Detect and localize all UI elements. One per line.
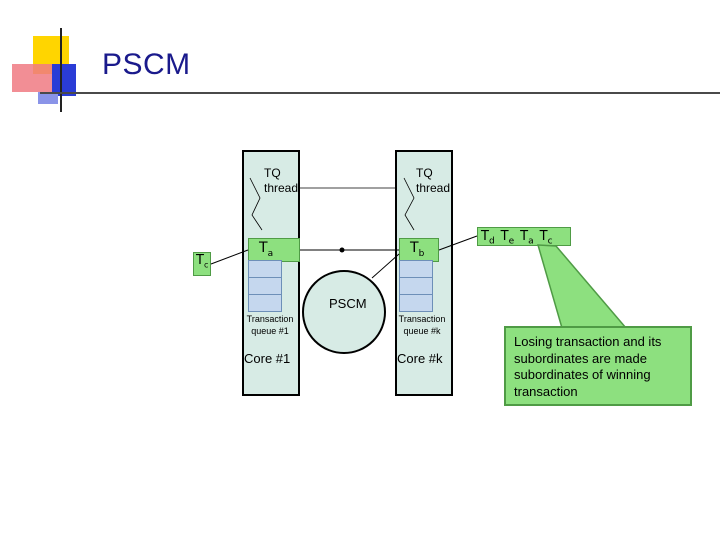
queue-item-sub: d — [488, 236, 495, 247]
left-transaction-name: T — [196, 253, 204, 268]
core-1-transaction: Ta — [248, 238, 300, 262]
core-1-label: Core #1 — [244, 351, 291, 366]
core-1-thread-squiggle — [249, 177, 263, 231]
left-transaction: Tc — [193, 252, 211, 276]
queue-item-name: T — [481, 229, 489, 244]
queue-item-sub: a — [528, 236, 534, 247]
left-transaction-sub: c — [203, 260, 209, 270]
slide-title: PSCM — [102, 48, 191, 81]
logo-blue-small — [38, 92, 58, 104]
pscm-label: PSCM — [329, 296, 367, 311]
logo-red-square — [12, 64, 52, 92]
core-1-queue-label: Transaction queue #1 — [246, 314, 294, 336]
queue-item-name: T — [520, 229, 529, 244]
pscm-circle — [302, 270, 386, 354]
tb-queue-line — [438, 235, 478, 251]
logo-horizontal-line — [40, 92, 720, 94]
queue-item-sub: c — [547, 236, 553, 247]
ta-tb-joint — [339, 247, 345, 253]
core-1-thread-label: TQ thread — [264, 166, 299, 195]
queue-item: Ta — [520, 228, 534, 247]
callout-text: Losing transaction and its subordinates … — [514, 334, 662, 399]
callout-pointer — [536, 244, 628, 329]
merged-queue: Td Te Ta Tc — [477, 227, 571, 247]
logo-vertical-line — [60, 28, 62, 112]
tc-ta-line — [210, 249, 249, 265]
core-k-label: Core #k — [397, 351, 443, 366]
tb-pscm-line — [371, 253, 400, 279]
core-k-transaction-sub: b — [418, 248, 425, 259]
core-1-queue-slot — [248, 294, 282, 312]
queue-item: Tc — [539, 228, 553, 247]
queue-item: Te — [500, 228, 515, 247]
core-1-transaction-name: T — [259, 240, 268, 256]
core-k-transaction-name: T — [410, 240, 419, 256]
callout-box: Losing transaction and its subordinates … — [504, 326, 692, 406]
core-1-transaction-sub: a — [267, 248, 274, 259]
queue-item-sub: e — [508, 236, 515, 247]
core-k-queue-slot — [399, 294, 433, 312]
core-k-thread-squiggle — [403, 177, 415, 231]
logo-blue-square — [52, 64, 76, 96]
core-k-thread-label: TQ thread — [416, 166, 451, 195]
core-k-transaction: Tb — [399, 238, 439, 262]
queue-item-name: T — [539, 229, 548, 244]
queue-item-name: T — [500, 229, 509, 244]
queue-item: Td — [481, 228, 495, 247]
core-k-queue-label: Transaction queue #k — [398, 314, 446, 336]
